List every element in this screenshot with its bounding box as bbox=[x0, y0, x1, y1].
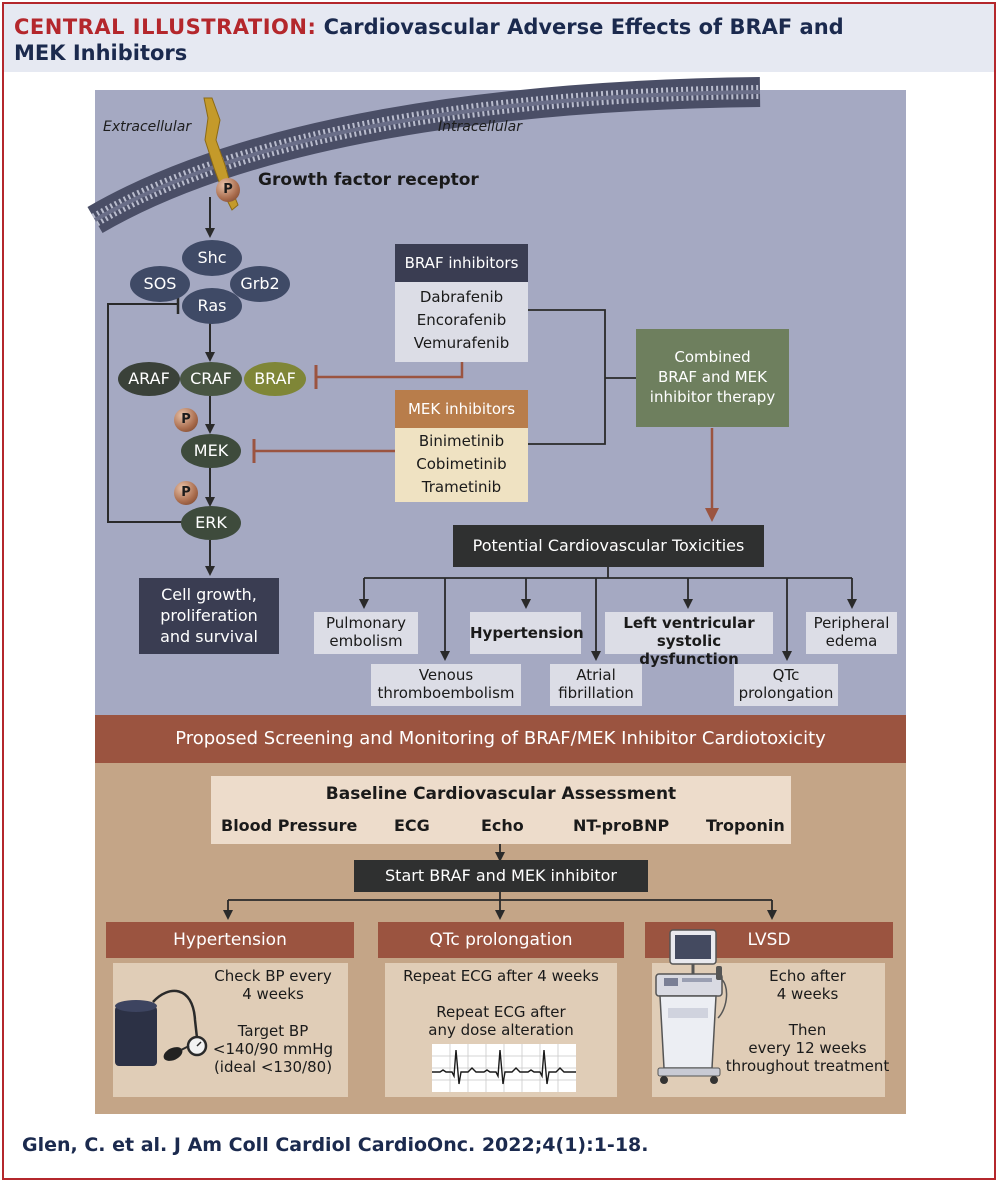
baseline-assessment-box: Baseline Cardiovascular Assessment Blood… bbox=[211, 776, 791, 844]
ecg-trace-icon bbox=[432, 1044, 576, 1092]
screening-band: Proposed Screening and Monitoring of BRA… bbox=[95, 715, 906, 763]
braf-drug-1: Dabrafenib bbox=[419, 288, 504, 306]
qtc-dose-line-1: Repeat ECG after bbox=[436, 1003, 566, 1021]
extracellular-label: Extracellular bbox=[103, 119, 192, 135]
hypertension-target: Target BP <140/90 mmHg (ideal <130/80) bbox=[208, 1022, 338, 1076]
node-shc: Shc bbox=[182, 240, 242, 276]
title-line-2: MEK Inhibitors bbox=[14, 41, 188, 65]
lvsd-then: Then every 12 weeks throughout treatment bbox=[720, 1021, 895, 1075]
hypertension-check-line-1: Check BP every bbox=[214, 967, 332, 985]
hypertension-target-line-3: (ideal <130/80) bbox=[213, 1058, 333, 1076]
citation: Glen, C. et al. J Am Coll Cardiol Cardio… bbox=[22, 1134, 649, 1156]
tox-lvsd-line-1: Left ventricular bbox=[623, 614, 755, 632]
lvsd-then-line-1: Then bbox=[788, 1021, 827, 1039]
baseline-item-troponin: Troponin bbox=[706, 816, 785, 835]
tox-vte-line-2: thromboembolism bbox=[377, 684, 515, 702]
qtc-repeat-4w: Repeat ECG after 4 weeks bbox=[403, 967, 599, 985]
combined-therapy-box: Combined BRAF and MEK inhibitor therapy bbox=[636, 329, 789, 427]
baseline-item-ecg: ECG bbox=[394, 816, 430, 835]
phospho-mek: P bbox=[174, 408, 198, 432]
tox-pulmonary-embolism: Pulmonary embolism bbox=[314, 612, 418, 654]
start-inhibitor-box: Start BRAF and MEK inhibitor bbox=[354, 860, 648, 892]
title-lead: CENTRAL ILLUSTRATION: bbox=[14, 15, 317, 39]
combined-line-2: BRAF and MEK bbox=[657, 368, 767, 386]
screening-band-title: Proposed Screening and Monitoring of BRA… bbox=[175, 728, 826, 749]
outcome-box: Cell growth, proliferation and survival bbox=[139, 578, 279, 654]
tox-edema-line-2: edema bbox=[825, 632, 878, 650]
tox-qtc-line-2: prolongation bbox=[738, 684, 834, 702]
hypertension-check-line-2: 4 weeks bbox=[242, 985, 304, 1003]
qtc-repeat-dose: Repeat ECG after any dose alteration bbox=[385, 1003, 617, 1039]
combined-line-3: inhibitor therapy bbox=[649, 388, 776, 406]
mek-inhibitors-title: MEK inhibitors bbox=[395, 390, 528, 428]
node-ras: Ras bbox=[182, 288, 242, 324]
hypertension-target-line-1: Target BP bbox=[237, 1022, 309, 1040]
phospho-receptor: P bbox=[216, 178, 240, 202]
tox-lvsd: Left ventricular systolic dysfunction bbox=[605, 612, 773, 668]
mek-drug-3: Trametinib bbox=[421, 478, 502, 496]
lvsd-echo-line-1: Echo after bbox=[769, 967, 846, 985]
toxicities-title: Potential Cardiovascular Toxicities bbox=[453, 525, 764, 567]
hypertension-target-line-2: <140/90 mmHg bbox=[212, 1040, 334, 1058]
tox-pe-line-1: Pulmonary bbox=[326, 614, 406, 632]
baseline-item-ntprobnp: NT-proBNP bbox=[573, 816, 670, 835]
tox-lvsd-line-2: systolic dysfunction bbox=[639, 632, 739, 668]
tox-af-line-1: Atrial bbox=[576, 666, 616, 684]
mek-drug-1: Binimetinib bbox=[418, 432, 505, 450]
node-mek: MEK bbox=[181, 434, 241, 468]
node-craf: CRAF bbox=[180, 362, 242, 396]
tox-pe-line-2: embolism bbox=[329, 632, 403, 650]
echo-machine-icon bbox=[655, 929, 728, 1084]
tox-edema-line-1: Peripheral bbox=[813, 614, 890, 632]
braf-inhibitors-list: Dabrafenib Encorafenib Vemurafenib bbox=[395, 282, 528, 362]
node-araf: ARAF bbox=[118, 362, 180, 396]
node-braf: BRAF bbox=[244, 362, 306, 396]
tox-hypertension: Hypertension bbox=[470, 612, 584, 654]
mek-drug-2: Cobimetinib bbox=[416, 455, 507, 473]
braf-drug-3: Vemurafenib bbox=[413, 334, 510, 352]
card-hypertension-title: Hypertension bbox=[106, 922, 354, 958]
phospho-erk: P bbox=[174, 481, 198, 505]
braf-inhibitors-title: BRAF inhibitors bbox=[395, 244, 528, 282]
bp-cuff-icon bbox=[115, 989, 208, 1066]
figure-header: CENTRAL ILLUSTRATION: Cardiovascular Adv… bbox=[4, 4, 994, 72]
lvsd-then-line-3: throughout treatment bbox=[725, 1057, 890, 1075]
node-sos: SOS bbox=[130, 266, 190, 302]
card-qtc-title: QTc prolongation bbox=[378, 922, 624, 958]
qtc-dose-line-2: any dose alteration bbox=[428, 1021, 574, 1039]
hypertension-check: Check BP every 4 weeks bbox=[208, 967, 338, 1003]
combined-line-1: Combined bbox=[674, 348, 751, 366]
outcome-line-2: proliferation bbox=[160, 606, 258, 625]
tox-qtc-line-1: QTc bbox=[772, 666, 800, 684]
lvsd-echo-line-2: 4 weeks bbox=[776, 985, 839, 1003]
lvsd-echo-4w: Echo after 4 weeks bbox=[740, 967, 875, 1003]
receptor-label: Growth factor receptor bbox=[258, 170, 479, 190]
tox-atrial-fibrillation: Atrial fibrillation bbox=[550, 664, 642, 706]
tox-peripheral-edema: Peripheral edema bbox=[806, 612, 897, 654]
braf-drug-2: Encorafenib bbox=[416, 311, 507, 329]
tox-venous-thromboembolism: Venous thromboembolism bbox=[371, 664, 521, 706]
baseline-item-bp: Blood Pressure bbox=[221, 816, 358, 835]
node-erk: ERK bbox=[181, 506, 241, 540]
tox-qtc: QTc prolongation bbox=[734, 664, 838, 706]
outcome-line-3: and survival bbox=[160, 627, 258, 646]
title-line-1: Cardiovascular Adverse Effects of BRAF a… bbox=[323, 15, 844, 39]
mek-inhibitors-list: Binimetinib Cobimetinib Trametinib bbox=[395, 428, 528, 502]
tox-vte-line-1: Venous bbox=[418, 666, 474, 684]
outcome-line-1: Cell growth, bbox=[161, 585, 257, 604]
figure-title: CENTRAL ILLUSTRATION: Cardiovascular Adv… bbox=[14, 14, 844, 66]
node-grb2: Grb2 bbox=[230, 266, 290, 302]
baseline-title: Baseline Cardiovascular Assessment bbox=[325, 784, 677, 804]
baseline-item-echo: Echo bbox=[481, 816, 524, 835]
intracellular-label: Intracellular bbox=[438, 119, 523, 135]
tox-af-line-2: fibrillation bbox=[558, 684, 634, 702]
lvsd-then-line-2: every 12 weeks bbox=[748, 1039, 867, 1057]
